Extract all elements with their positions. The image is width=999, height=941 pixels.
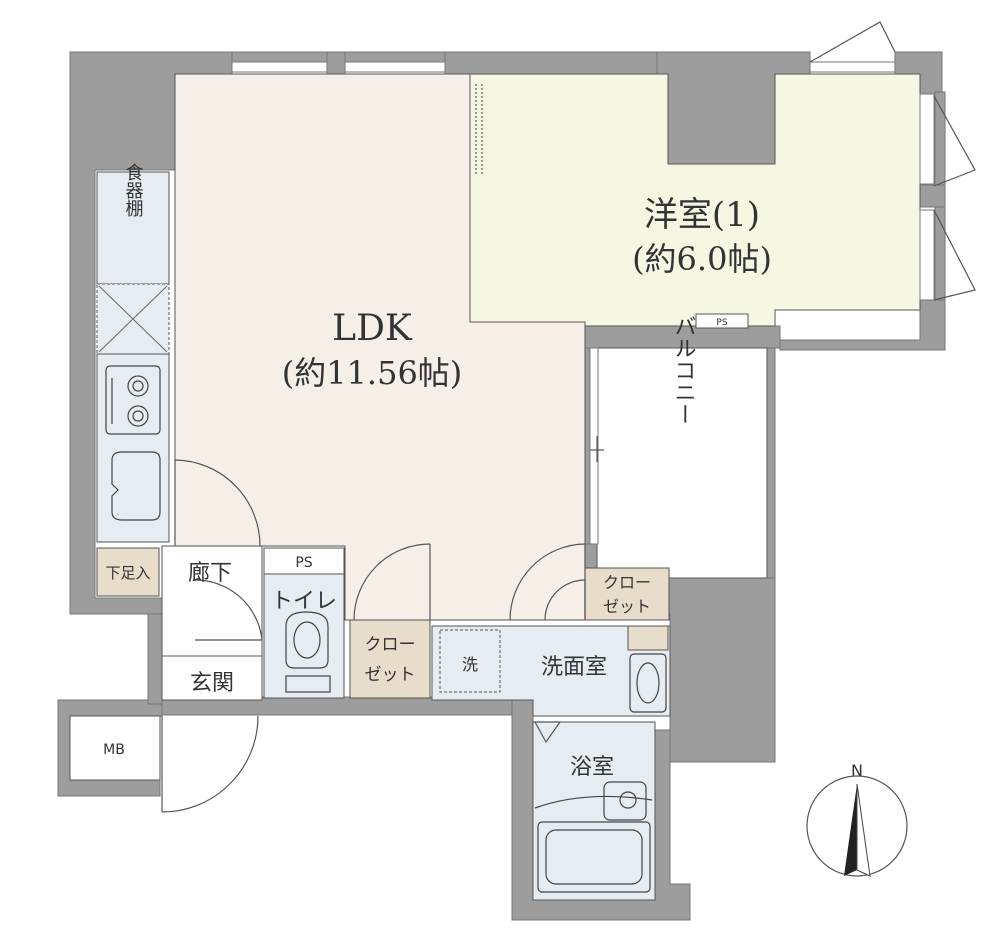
ldk-name: LDK [332, 308, 413, 349]
bath-faucet-icon [603, 781, 647, 821]
compass: N [806, 761, 908, 877]
bathroom-label: 浴室 [570, 755, 614, 780]
washroom-label: 洗面室 [541, 655, 607, 680]
washer-space [439, 629, 501, 693]
room-floors [69, 73, 921, 901]
mb-label: MB [103, 742, 125, 758]
ps-upper-label: PS [295, 555, 312, 571]
closet-right-floor [584, 567, 670, 621]
balcony-label: バルコニー [671, 315, 696, 425]
washroom-floor [431, 625, 671, 717]
closet-right-line1: クロー [603, 573, 651, 592]
stove-icon [105, 365, 161, 435]
ps-upper-box [263, 547, 345, 575]
bedroom-area: (約6.0帖) [632, 240, 772, 278]
ldk-area: (約11.56帖) [282, 354, 463, 392]
toilet-floor [263, 573, 345, 699]
compass-north-label: N [851, 761, 863, 780]
closet-right-line2: ゼット [603, 597, 651, 616]
compass-ring [806, 775, 908, 877]
closet-left-floor [349, 619, 431, 699]
ps-small-box [695, 313, 749, 329]
room-labels: LDK (約11.56帖) 洋室(1) (約6.0帖) バルコニー 食器棚 廊下… [103, 163, 772, 780]
entrance-floor [161, 655, 263, 701]
bedroom-floor [469, 73, 921, 327]
bathtub-icon [534, 795, 653, 893]
windows [231, 61, 935, 545]
toilet-icon [285, 611, 331, 693]
shoe-box-label: 下足入 [105, 564, 150, 582]
closet-left-line2: ゼット [365, 665, 416, 685]
washbasin-icon [629, 653, 667, 713]
entrance-label: 玄関 [190, 671, 234, 696]
kitchen-counter [96, 353, 170, 543]
balcony-floor [596, 347, 768, 579]
ps-small-label: PS [716, 318, 727, 328]
bathroom-floor [532, 721, 656, 901]
closet-left-line1: クロー [365, 635, 416, 655]
hallway-label: 廊下 [188, 561, 232, 586]
shoe-box-floor [96, 547, 160, 597]
hallway-floor [161, 545, 263, 657]
sink-icon [111, 451, 161, 521]
washer-label: 洗 [462, 655, 478, 674]
bedroom-name: 洋室(1) [644, 195, 760, 235]
doors [161, 21, 976, 813]
toilet-label: トイレ [271, 589, 337, 614]
mb-box [69, 715, 161, 781]
compass-needle-icon [844, 784, 857, 876]
pantry-label: 食器棚 [123, 163, 144, 218]
